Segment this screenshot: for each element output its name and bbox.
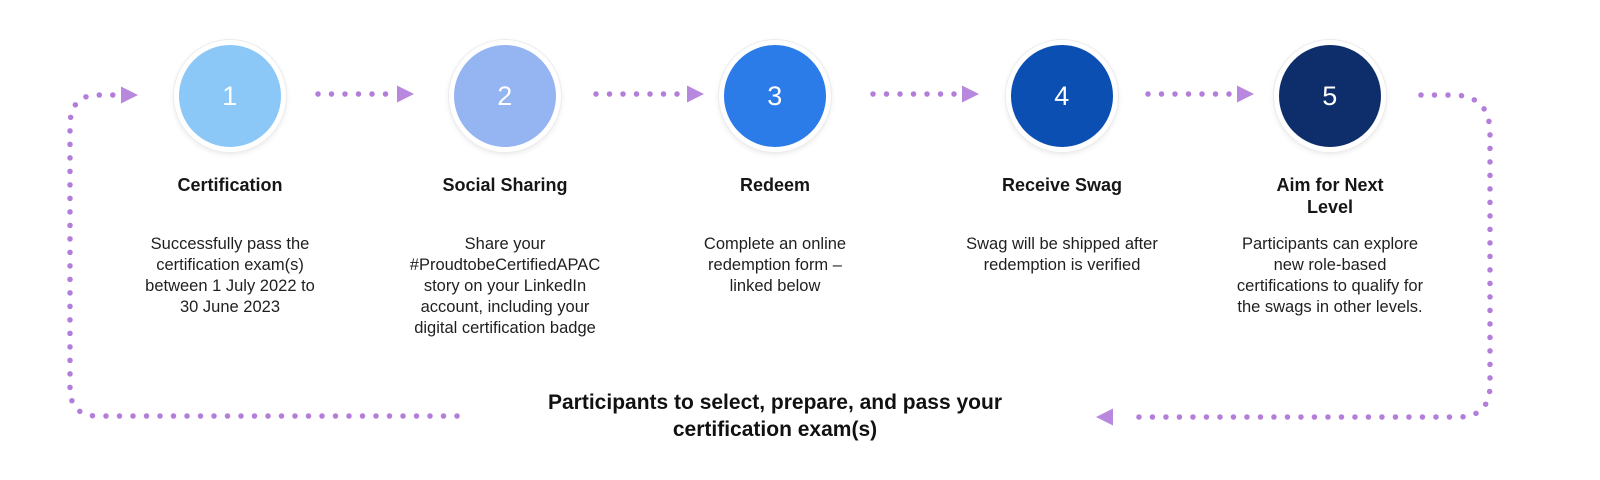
step-5-circle: 5 xyxy=(1274,40,1386,152)
step-4-number: 4 xyxy=(1054,80,1070,111)
step-3-circle: 3 xyxy=(719,40,831,152)
footer-note: Participants to select, prepare, and pas… xyxy=(548,391,1002,441)
step-5-title: Aim for Next Level xyxy=(1276,175,1384,217)
process-step-3: 3 Redeem Complete an online redemption f… xyxy=(655,40,895,297)
step-4-description: Swag will be shipped after redemption is… xyxy=(966,235,1158,274)
step-2-circle: 2 xyxy=(449,40,561,152)
step-1-circle: 1 xyxy=(174,40,286,152)
step-1-title: Certification xyxy=(177,175,283,195)
process-step-2: 2 Social Sharing Share your #ProudtobeCe… xyxy=(385,40,625,339)
step-1-description: Successfully pass the certification exam… xyxy=(145,235,315,316)
step-3-description: Complete an online redemption form – lin… xyxy=(703,235,847,295)
step-5-description: Participants can explore new role-based … xyxy=(1236,235,1424,316)
process-step-1: 1 Certification Successfully pass the ce… xyxy=(110,40,350,318)
step-3-title: Redeem xyxy=(739,175,811,195)
step-4-title: Receive Swag xyxy=(1001,175,1123,195)
process-step-4: 4 Receive Swag Swag will be shipped afte… xyxy=(942,40,1182,276)
step-2-number: 2 xyxy=(497,80,513,111)
process-step-5: 5 Aim for Next Level Participants can ex… xyxy=(1210,40,1450,318)
arrowhead-loop-to-footer xyxy=(1096,408,1113,426)
step-1-number: 1 xyxy=(222,80,238,111)
step-5-number: 5 xyxy=(1322,80,1338,111)
step-4-circle: 4 xyxy=(1006,40,1118,152)
step-2-description: Share your #ProudtobeCertifiedAPAC story… xyxy=(409,235,601,337)
step-3-number: 3 xyxy=(767,80,783,111)
step-2-title: Social Sharing xyxy=(442,175,568,195)
